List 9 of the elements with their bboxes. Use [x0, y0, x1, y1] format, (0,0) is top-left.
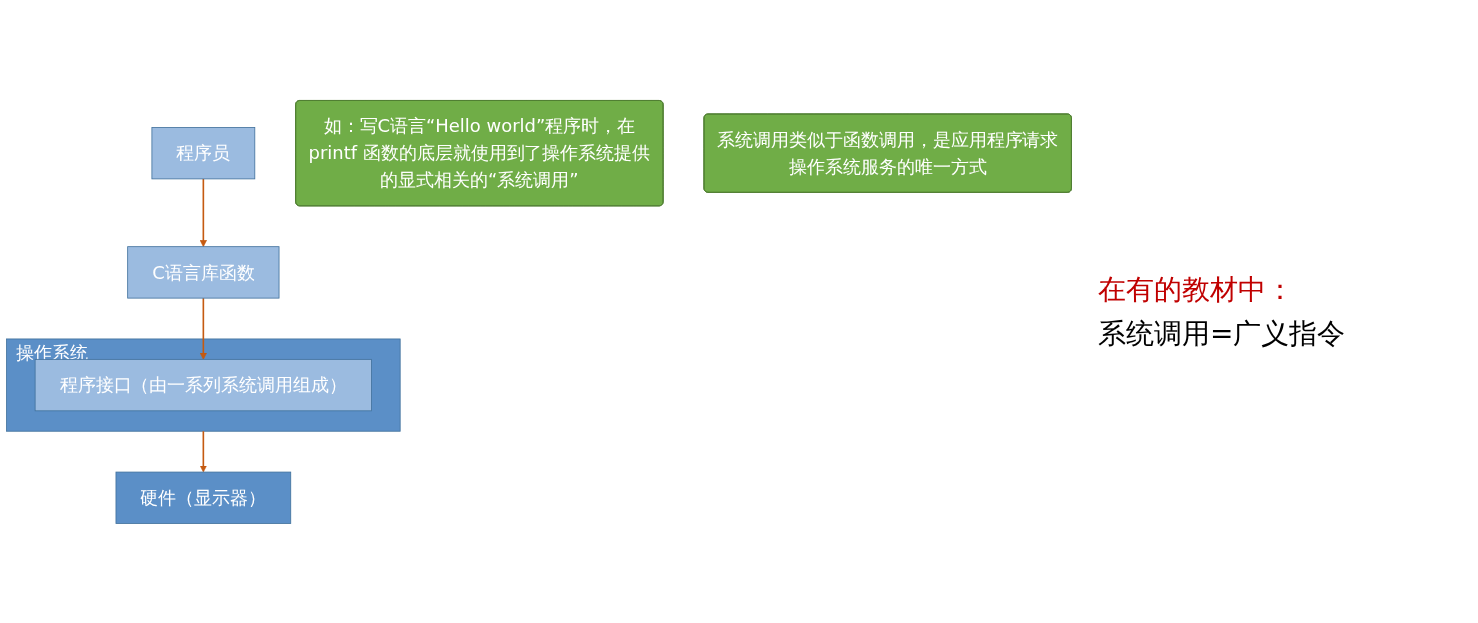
arrow: [199, 429, 207, 472]
node-box: 程序员: [151, 126, 256, 179]
node-box: 程序接口（由一系列系统调用组成）: [34, 358, 372, 411]
note-text: 系统调用=广义指令: [1098, 315, 1347, 352]
node-box: 硬件（显示器）: [115, 471, 292, 524]
arrow: [199, 296, 207, 360]
note-text: 在有的教材中：: [1098, 271, 1295, 308]
node-box: C语言库函数: [127, 245, 280, 299]
arrow: [199, 177, 207, 247]
